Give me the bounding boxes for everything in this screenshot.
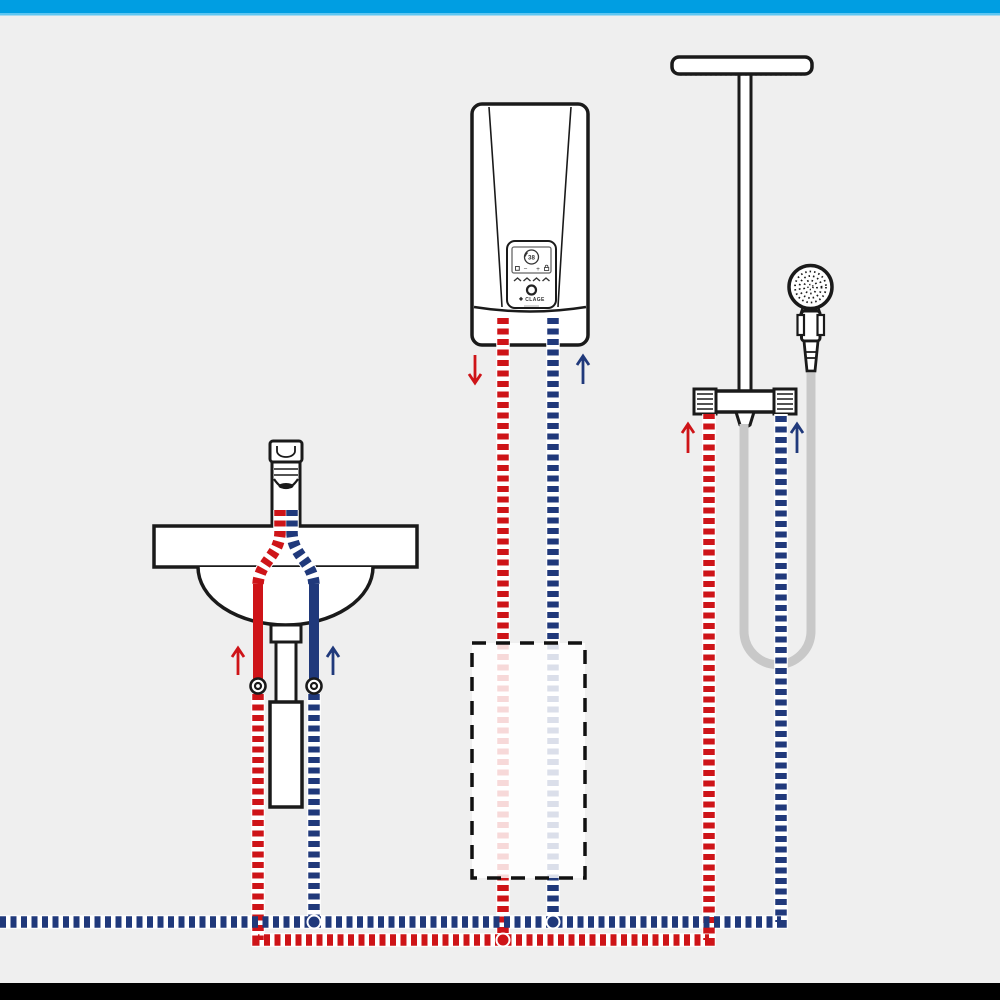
handle-taper [802,339,820,373]
handle-right-clip [816,313,826,337]
optional-unit-dashed-box [470,641,587,880]
housing-contour-left [488,106,503,308]
faucet-lever-notch [276,446,296,458]
temperature-dial [523,249,540,265]
dial-tick [524,251,529,257]
rain-shower-head [670,55,814,76]
heater-control-panel: 38 − + CLAGE [506,240,557,309]
display-home-icon [515,266,520,271]
overhead-shower [670,55,814,393]
handle-left-clip [796,313,806,337]
brand-name: CLAGE [525,297,545,303]
power-button [525,284,538,296]
panel-arrow-buttons [513,277,550,282]
plus-button: + [536,266,540,273]
hot-junction-dot [495,932,511,948]
faucet-lever [268,439,304,464]
cold-junction-dot-heater [545,914,561,930]
hand-shower [787,263,834,373]
heater-bottom-cap-line [473,305,587,313]
shutoff-valve-hot [249,677,267,695]
top-accent-bar-edge [0,13,1000,16]
bottom-black-bar [0,983,1000,1000]
basin-bowl [196,566,375,627]
shower-mixer-valve [692,387,798,429]
top-accent-bar [0,0,1000,13]
pipe-network [0,318,788,948]
heater-display [511,246,552,274]
shower-riser-pipe [737,72,753,393]
hot-down-arrow-icon [467,355,483,386]
valve-right-connector [772,387,798,416]
drain-pipe [268,623,304,809]
sink-hot-pipe-upper [252,510,286,587]
washbasin [152,439,419,809]
water-heater: 38 − + CLAGE [470,102,590,347]
housing-contour-right [557,106,572,308]
cold-junction-dot-sink [306,914,322,930]
hot-up-arrow-sink-icon [230,645,246,675]
valve-left-connector [692,387,718,416]
shutoff-valve-cold [305,677,323,695]
flow-arrows [230,353,805,675]
cold-up-arrow-sink-icon [325,645,341,675]
temperature-value: 38 [528,255,535,262]
faucet-rings [274,468,298,476]
cold-water-main [0,414,787,928]
brand-diamond-icon [518,296,524,301]
brand-subline [524,305,539,307]
minus-button: − [524,266,528,273]
spray-face-icon [794,270,827,304]
cold-up-arrow-icon [575,353,591,384]
display-lock-icon [544,264,550,271]
faucet-spout-opening [278,483,294,489]
handle-bands [805,351,817,359]
sink-cold-pipe-upper [286,510,320,587]
cold-up-arrow-shower-icon [789,421,805,453]
hot-up-arrow-shower-icon [680,421,696,453]
hot-water-bus [252,414,715,946]
brand-logo: CLAGE [518,296,545,307]
